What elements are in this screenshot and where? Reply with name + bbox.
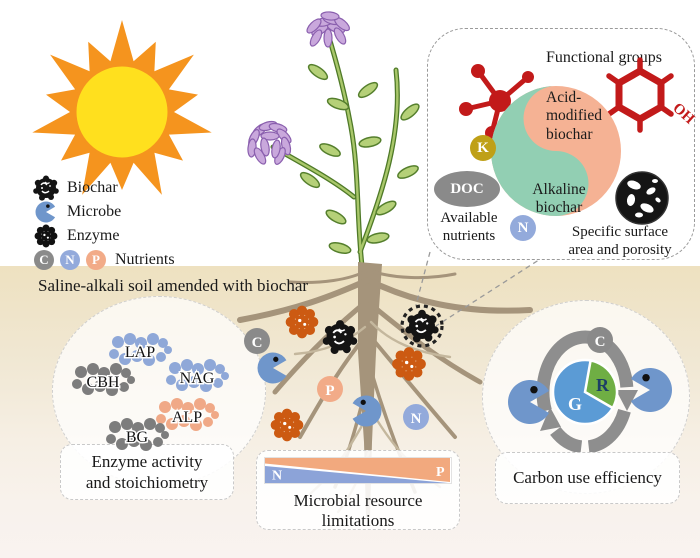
oh-label: OH — [669, 100, 697, 128]
legend-row-microbe: Microbe — [34, 200, 175, 223]
available-nutrients-label: Available nutrients — [440, 210, 498, 244]
resource-caption: Microbial resource limitations — [293, 491, 423, 530]
cue-caption: Carbon use efficiency — [513, 468, 662, 487]
k-badge: K — [470, 135, 496, 161]
arrow-up-icon — [540, 407, 561, 431]
biochar-highlight-ring — [400, 304, 444, 348]
cue-caption-box: Carbon use efficiency — [495, 452, 680, 504]
nutrient-c-badge: C — [34, 250, 54, 270]
nutrient-n-badge: N — [60, 250, 80, 270]
biochar-properties-inset: Functional groups OH Acid- modified bioc… — [427, 28, 698, 260]
legend-row-biochar: Biochar — [32, 174, 175, 202]
legend-row-enzyme: Enzyme — [34, 224, 175, 248]
enzyme-caption-box: Enzyme activity and stoichiometry — [60, 444, 234, 500]
bar-p-label: P — [436, 465, 445, 480]
pie-respiration-slice — [583, 359, 619, 410]
callout-lines — [415, 251, 546, 327]
benzene-oh-icon: OH — [606, 57, 698, 133]
enzyme-icon — [270, 408, 304, 442]
biochar-yin-yang — [491, 86, 621, 216]
nutrient-p-badge: P — [86, 250, 106, 270]
enzyme-icon — [285, 305, 319, 339]
alkaline-biochar-region — [491, 86, 589, 216]
enzyme-icon — [392, 347, 426, 381]
legend-label-enzyme: Enzyme — [67, 226, 120, 244]
biochar-icon — [321, 319, 359, 355]
acid-biochar-label: Acid- modified biochar — [546, 89, 602, 143]
soil-p-badge — [317, 376, 343, 402]
sun-icon — [32, 20, 212, 195]
inset-n-badge: N — [510, 215, 536, 241]
soil-p-label: P — [325, 383, 334, 399]
n-triangle — [265, 466, 448, 483]
arrow-down-icon — [616, 390, 638, 411]
pie-g-label: G — [568, 394, 582, 414]
microbe-icon — [352, 395, 382, 427]
legend-label-microbe: Microbe — [67, 202, 122, 220]
legend-label-biochar: Biochar — [67, 178, 118, 196]
soil-title: Saline-alkali soil amended with biochar — [38, 276, 309, 295]
pie-r-label: R — [596, 375, 610, 395]
alfalfa-plant — [245, 10, 423, 277]
cycle-c-badge — [587, 327, 613, 353]
biochar-icon — [404, 308, 440, 344]
soil-n-label: N — [411, 411, 422, 427]
bg-label: BG — [126, 429, 149, 446]
np-gradient-bar: N P — [264, 457, 452, 484]
cbh-label: CBH — [87, 374, 120, 391]
legend-row-nutrients: C N P Nutrients — [34, 248, 175, 272]
legend-label-nutrients: Nutrients — [115, 251, 175, 268]
functional-groups-label: Functional groups — [546, 49, 662, 66]
lap-label: LAP — [125, 344, 155, 361]
carbon-cycle-diagram: G R C — [507, 327, 673, 454]
doc-label: DOC — [450, 180, 484, 197]
enzyme-blobs: LAP NAG CBH ALP BG — [72, 333, 229, 451]
nag-label: NAG — [180, 370, 215, 387]
alp-label: ALP — [172, 409, 202, 426]
p-triangle — [265, 458, 450, 482]
porous-structure-icon — [615, 171, 669, 225]
cycle-c-label: C — [595, 334, 606, 350]
doc-ellipse: DOC — [434, 171, 500, 207]
bar-n-label: N — [272, 469, 282, 484]
soil-n-badge — [403, 404, 429, 430]
resource-limitation-box: N P Microbial resource limitations — [256, 450, 460, 530]
microbe-icon — [257, 352, 287, 384]
sun-core — [73, 63, 171, 161]
soil-c-badge — [244, 328, 270, 354]
alkaline-biochar-label: Alkaline biochar — [532, 181, 586, 217]
soil-c-label: C — [252, 335, 263, 351]
enzyme-caption: Enzyme activity and stoichiometry — [85, 451, 209, 492]
surface-porosity-label: Specific surface area and porosity — [568, 224, 672, 258]
legend: Biochar Microbe Enzyme C N P Nutrients — [32, 174, 175, 272]
